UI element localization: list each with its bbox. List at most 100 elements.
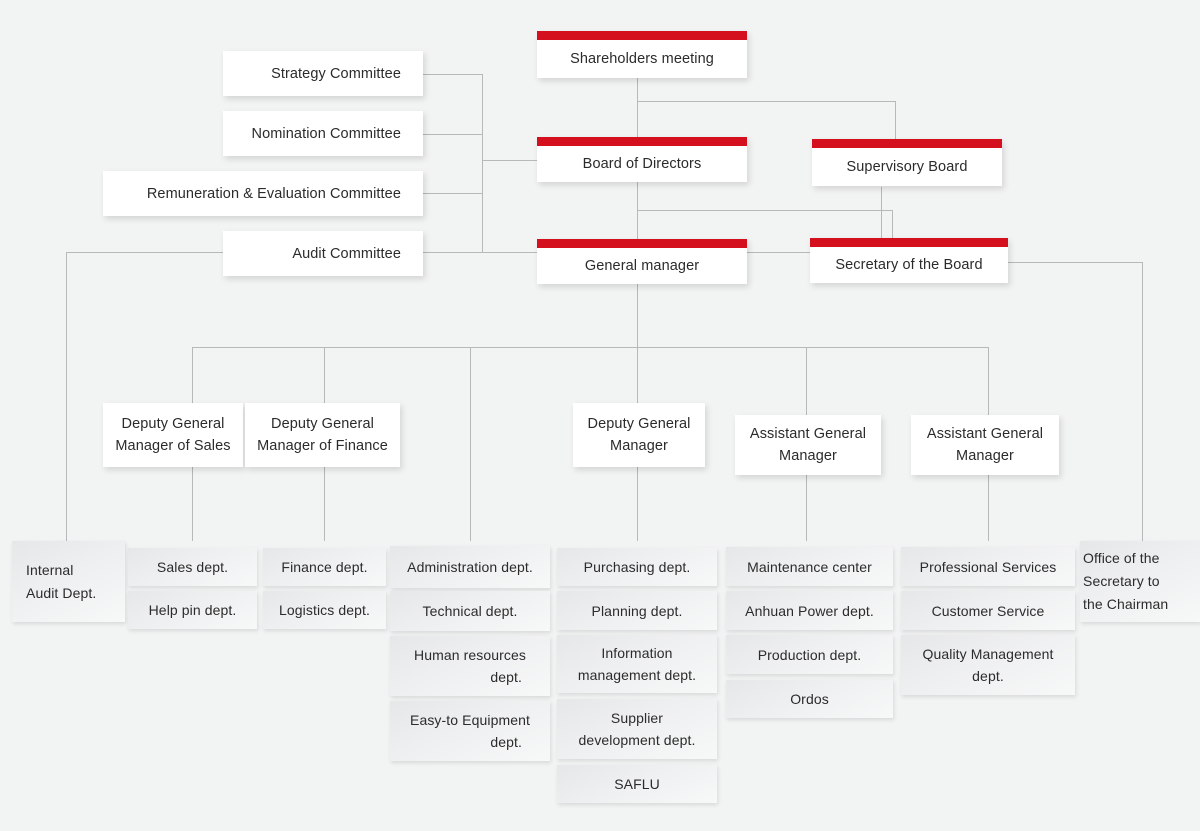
node-label: Easy-to Equipment dept. <box>382 709 558 753</box>
node-label: Deputy General Manager of Finance <box>237 413 408 457</box>
node-label: Professional Services <box>919 558 1057 575</box>
connector-drop-admin <box>470 347 471 541</box>
node-label: Supervisory Board <box>846 159 968 175</box>
connector-internal-audit-spine <box>66 252 67 541</box>
node-label-line1: Quality Management <box>922 646 1054 662</box>
node-general-manager[interactable]: General manager <box>537 239 747 284</box>
node-label-line1: Deputy General <box>587 416 691 432</box>
node-remuneration-evaluation-committee[interactable]: Remuneration & Evaluation Committee <box>103 171 423 216</box>
connector-committee-nomination <box>423 134 482 135</box>
connector-sales-mgr-to-dept <box>192 467 193 541</box>
node-label: Anhuan Power dept. <box>745 602 874 619</box>
connector-drop-finance-mgr <box>324 347 325 403</box>
node-label: Office of the Secretary to the Chairman <box>1069 547 1200 616</box>
node-label: Shareholders meeting <box>570 51 714 67</box>
node-saflu[interactable]: SAFLU <box>557 765 717 803</box>
node-audit-committee[interactable]: Audit Committee <box>223 231 423 276</box>
node-label-line1: Deputy General <box>121 416 225 432</box>
node-assistant-general-manager-2[interactable]: Assistant General Manager <box>911 415 1059 475</box>
node-label: Deputy General Manager <box>565 413 713 457</box>
connector-committee-strategy <box>423 74 482 75</box>
node-customer-service[interactable]: Customer Service <box>901 591 1075 630</box>
node-label: Planning dept. <box>591 602 683 619</box>
node-human-resources-dept[interactable]: Human resources dept. <box>390 636 550 696</box>
node-finance-dept[interactable]: Finance dept. <box>263 548 386 586</box>
connector-committee-remuneration <box>423 193 482 194</box>
red-accent-bar <box>537 137 747 146</box>
connector-drop-assistant-1 <box>806 347 807 415</box>
node-shareholders-meeting[interactable]: Shareholders meeting <box>537 31 747 78</box>
node-assistant-general-manager-1[interactable]: Assistant General Manager <box>735 415 881 475</box>
node-label: Customer Service <box>931 602 1045 619</box>
node-easy-to-equipment-dept[interactable]: Easy-to Equipment dept. <box>390 701 550 761</box>
node-label: Nomination Committee <box>251 125 401 142</box>
red-accent-bar <box>810 238 1008 247</box>
connector-finance-mgr-to-dept <box>324 467 325 541</box>
node-label: Deputy General Manager of Sales <box>95 413 251 457</box>
node-help-pin-dept[interactable]: Help pin dept. <box>128 591 257 629</box>
node-internal-audit-dept[interactable]: Internal Audit Dept. <box>12 541 125 622</box>
node-label: Ordos <box>790 691 829 707</box>
node-secretary-of-the-board[interactable]: Secretary of the Board <box>810 238 1008 283</box>
connector-deputy-gm-to-dept <box>637 467 638 541</box>
node-deputy-general-manager-of-finance[interactable]: Deputy General Manager of Finance <box>245 403 400 467</box>
node-sales-dept[interactable]: Sales dept. <box>128 548 257 586</box>
node-label-line1: Information <box>601 645 673 661</box>
node-label-line2: Manager <box>779 448 837 464</box>
connector-drop-deputy-gm <box>637 347 638 403</box>
node-label-line1: Office of the <box>1083 550 1160 566</box>
node-production-dept[interactable]: Production dept. <box>726 635 893 674</box>
node-office-of-the-secretary-to-the-chairman[interactable]: Office of the Secretary to the Chairman <box>1080 541 1200 622</box>
connector-assistant2-to-dept <box>988 475 989 541</box>
node-label-line3: the Chairman <box>1083 596 1169 612</box>
node-label: Administration dept. <box>407 559 533 575</box>
connector-secretary-to-right-spine <box>908 262 1142 263</box>
node-label: Information management dept. <box>549 642 725 686</box>
node-technical-dept[interactable]: Technical dept. <box>390 591 550 631</box>
connector-gm-vertical <box>637 284 638 347</box>
node-logistics-dept[interactable]: Logistics dept. <box>263 591 386 629</box>
node-label-line1: Internal <box>26 561 74 578</box>
node-label: Purchasing dept. <box>583 559 691 575</box>
node-label: Help pin dept. <box>148 602 237 618</box>
connector-chairman-office-spine <box>1142 262 1143 541</box>
node-label-line1: Deputy General <box>271 416 374 432</box>
node-label-line1: Assistant General <box>926 426 1044 442</box>
node-nomination-committee[interactable]: Nomination Committee <box>223 111 423 156</box>
node-planning-dept[interactable]: Planning dept. <box>557 591 717 630</box>
node-label: Internal Audit Dept. <box>12 559 147 605</box>
node-deputy-general-manager[interactable]: Deputy General Manager <box>573 403 705 467</box>
node-strategy-committee[interactable]: Strategy Committee <box>223 51 423 96</box>
node-quality-management-dept[interactable]: Quality Management dept. <box>901 635 1075 695</box>
node-label: Maintenance center <box>747 558 872 575</box>
node-label: Finance dept. <box>281 559 368 575</box>
node-administration-dept[interactable]: Administration dept. <box>390 546 550 588</box>
connector-committee-spine <box>482 74 483 252</box>
node-label: Quality Management dept. <box>893 643 1083 687</box>
node-label: Sales dept. <box>156 559 229 575</box>
connector-shareholders-bar <box>637 101 895 102</box>
node-board-of-directors[interactable]: Board of Directors <box>537 137 747 182</box>
node-purchasing-dept[interactable]: Purchasing dept. <box>557 548 717 586</box>
node-label: Audit Committee <box>292 245 401 262</box>
node-label: Supplier development dept. <box>549 707 725 751</box>
node-label: Assistant General Manager <box>727 423 889 467</box>
node-label-line2: dept. <box>972 668 1004 684</box>
node-label: Strategy Committee <box>271 65 401 82</box>
node-label-line1: Supplier <box>610 710 664 726</box>
connector-supervisory-down <box>881 187 882 252</box>
node-label: Remuneration & Evaluation Committee <box>146 185 401 202</box>
node-supplier-development-dept[interactable]: Supplier development dept. <box>557 699 717 759</box>
connector-drop-sales-mgr <box>192 347 193 403</box>
node-information-management-dept[interactable]: Information management dept. <box>557 635 717 693</box>
node-deputy-general-manager-of-sales[interactable]: Deputy General Manager of Sales <box>103 403 243 467</box>
connector-assistant1-to-dept <box>806 475 807 541</box>
node-ordos[interactable]: Ordos <box>726 680 893 718</box>
node-professional-services[interactable]: Professional Services <box>901 547 1075 586</box>
node-label-line2: Manager of Sales <box>115 438 231 454</box>
node-label: Board of Directors <box>582 156 702 172</box>
node-maintenance-center[interactable]: Maintenance center <box>726 547 893 586</box>
node-supervisory-board[interactable]: Supervisory Board <box>812 139 1002 186</box>
node-anhuan-power-dept[interactable]: Anhuan Power dept. <box>726 591 893 630</box>
